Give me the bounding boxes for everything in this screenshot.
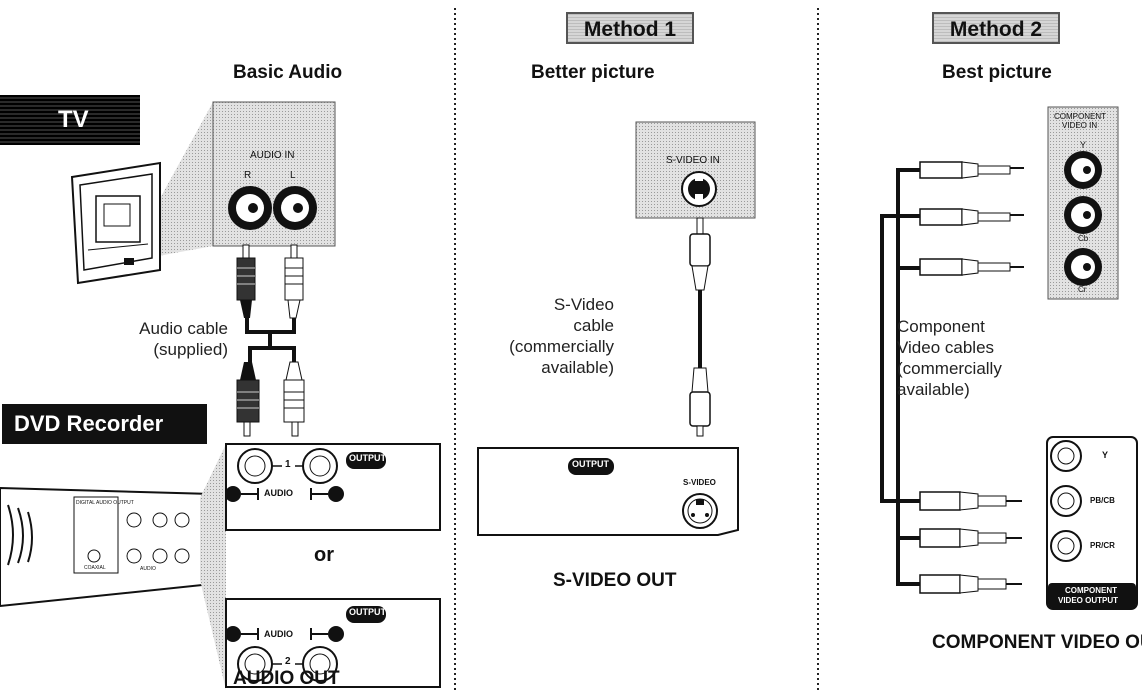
audio-cable-label: Audio cable (supplied) bbox=[116, 318, 228, 360]
component-in-label-1: COMPONENT bbox=[1054, 112, 1106, 121]
recorder-audio-panel-1 bbox=[225, 443, 441, 531]
component-out-label-1: COMPONENT bbox=[1065, 586, 1117, 595]
component-cable-line-3: (commercially bbox=[897, 359, 1002, 378]
audio-out-label: AUDIO OUT bbox=[233, 668, 340, 689]
recorder-panel-label-2: COAXIAL bbox=[84, 565, 106, 571]
component-out-pb: PB/CB bbox=[1090, 496, 1115, 505]
panel2-audio-label: AUDIO bbox=[264, 629, 293, 639]
tv-rear-illustration bbox=[70, 161, 161, 285]
recorder-audio-panel-2 bbox=[225, 598, 441, 688]
audio-cable-line-1: Audio cable bbox=[139, 319, 228, 338]
component-out-label-2: VIDEO OUTPUT bbox=[1058, 596, 1119, 605]
dvd-recorder-illustration bbox=[0, 486, 213, 608]
svideo-out-label: S-VIDEO OUT bbox=[553, 570, 677, 591]
svideo-out-panel bbox=[477, 447, 739, 536]
svideo-in-label: S-VIDEO IN bbox=[666, 155, 720, 166]
recorder-zoom-wedge bbox=[200, 444, 226, 690]
component-cable-line-2: Video cables bbox=[897, 338, 995, 357]
component-out-y: Y bbox=[1102, 450, 1109, 460]
component-in-label-2: VIDEO IN bbox=[1062, 121, 1098, 130]
component-out-pr: PR/CR bbox=[1090, 541, 1115, 550]
svideo-cable-label: S-Video cable (commercially available) bbox=[470, 294, 614, 378]
svideo-cable-line-3: (commercially bbox=[509, 337, 614, 356]
svideo-jack-label: S-VIDEO bbox=[683, 478, 716, 487]
component-cable-line-4: available) bbox=[897, 380, 970, 399]
component-cables bbox=[880, 161, 1024, 594]
jack-l-label: L bbox=[290, 170, 296, 181]
method-2-tag: Method 2 bbox=[932, 12, 1060, 44]
svideo-in-panel bbox=[635, 121, 756, 219]
jack-r-label: R bbox=[244, 170, 252, 181]
component-out-panel bbox=[1046, 436, 1138, 610]
tv-audio-in-panel bbox=[212, 101, 336, 247]
audio-in-label: AUDIO IN bbox=[250, 150, 295, 161]
panel1-output-badge: OUTPUT bbox=[349, 453, 386, 463]
panel1-audio-label: AUDIO bbox=[264, 488, 293, 498]
audio-cable-line-2: (supplied) bbox=[153, 340, 228, 359]
panel1-number: 1 bbox=[285, 459, 291, 470]
svideo-cable-line-4: available) bbox=[541, 358, 614, 377]
component-in-y: Y bbox=[1080, 140, 1087, 150]
dvd-recorder-tag: DVD Recorder bbox=[2, 404, 207, 444]
panel2-output-badge: OUTPUT bbox=[349, 607, 386, 617]
component-cable-line-1: Component bbox=[897, 317, 985, 336]
recorder-panel-label-1: DIGITAL AUDIO OUTPUT bbox=[76, 500, 134, 506]
method-2-subtitle: Best picture bbox=[942, 62, 1052, 83]
svideo-cable-line-2: cable bbox=[573, 316, 614, 335]
svideo-output-badge: OUTPUT bbox=[572, 459, 609, 469]
method-1-subtitle: Better picture bbox=[531, 62, 655, 83]
panel2-number: 2 bbox=[285, 656, 291, 667]
or-text: or bbox=[314, 544, 334, 566]
basic-audio-title: Basic Audio bbox=[233, 62, 343, 83]
component-video-out-label: COMPONENT VIDEO OUT bbox=[932, 632, 1142, 653]
component-in-cb: Cb bbox=[1078, 234, 1089, 243]
component-in-cr: Cr bbox=[1078, 285, 1087, 294]
component-in-panel bbox=[1047, 106, 1119, 300]
audio-cable bbox=[236, 244, 305, 437]
tv-tag: TV bbox=[0, 95, 140, 145]
method-1-tag: Method 1 bbox=[566, 12, 694, 44]
svideo-cable bbox=[689, 217, 711, 437]
svideo-cable-line-1: S-Video bbox=[553, 295, 614, 314]
recorder-panel-label-3: AUDIO bbox=[140, 566, 156, 572]
component-cable-label: Component Video cables (commercially ava… bbox=[897, 316, 1002, 400]
